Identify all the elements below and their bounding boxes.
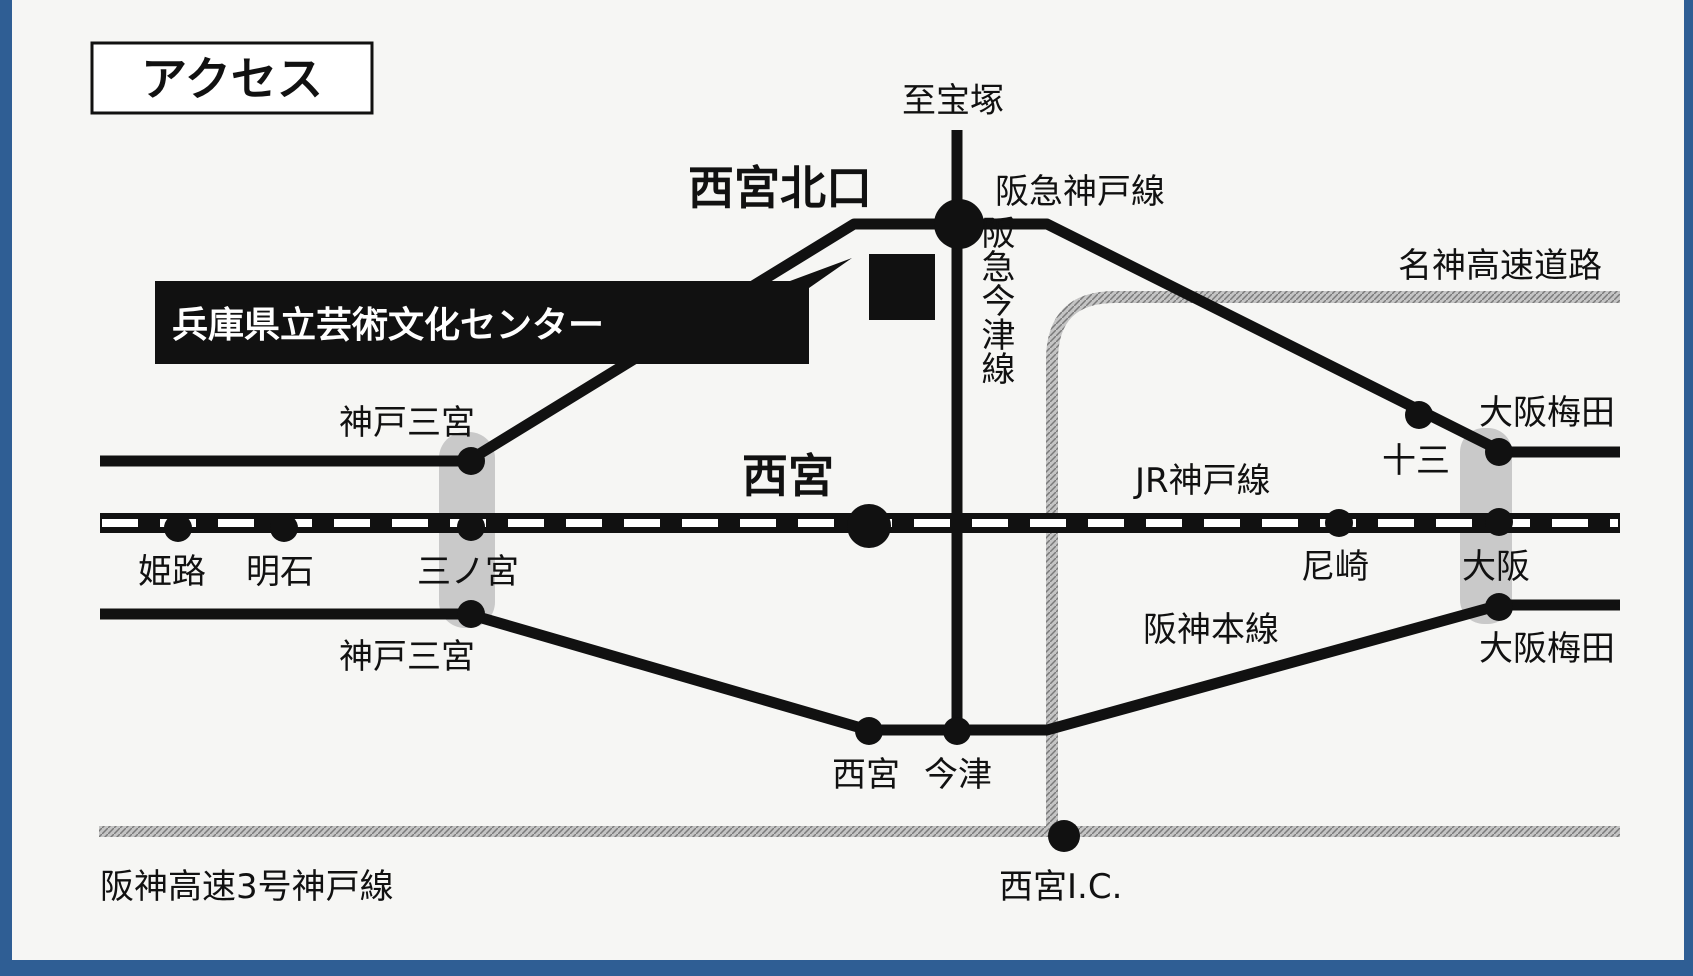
ic-marker-nishinomiya bbox=[1048, 820, 1080, 852]
station-label-kobe-sannomiya-hankyu: 神戸三宮 bbox=[339, 403, 475, 443]
station-marker-nishinomiya-hanshin bbox=[855, 717, 883, 745]
station-marker-akashi bbox=[270, 514, 298, 542]
title-box bbox=[90, 41, 374, 115]
station-marker-kobe-sannomiya-hankyu bbox=[457, 447, 485, 475]
line-label-to-takarazuka: 至宝塚 bbox=[902, 81, 1004, 121]
station-marker-nishinomiya-jr bbox=[847, 504, 891, 548]
line-label-hanshin-main: 阪神本線 bbox=[1143, 610, 1279, 650]
line-label-hankyu-imazu: 阪急今津線 bbox=[975, 215, 1015, 385]
station-label-sannomiya: 三ノ宮 bbox=[417, 552, 519, 592]
station-label-juso: 十三 bbox=[1382, 441, 1450, 481]
station-label-nishinomiya-jr: 西宮 bbox=[742, 449, 834, 503]
line-label-jr-kobe: JR神戸線 bbox=[1133, 461, 1271, 501]
road-label-hanshin-expressway: 阪神高速3号神戸線 bbox=[100, 867, 394, 907]
station-label-osaka-umeda-hankyu: 大阪梅田 bbox=[1479, 393, 1615, 433]
road-label-nishinomiya-ic: 西宮I.C. bbox=[999, 867, 1122, 907]
station-marker-kobe-sannomiya-hanshin bbox=[457, 600, 485, 628]
station-marker-osaka bbox=[1485, 508, 1513, 536]
station-marker-osaka-umeda-hankyu bbox=[1485, 438, 1513, 466]
station-label-kobe-sannomiya-hanshin: 神戸三宮 bbox=[339, 637, 475, 677]
venue-marker bbox=[869, 254, 935, 320]
station-marker-juso bbox=[1405, 401, 1433, 429]
line-label-hankyu-kobe: 阪急神戸線 bbox=[995, 172, 1165, 212]
road-label-meishin: 名神高速道路 bbox=[1398, 246, 1602, 286]
venue-label: 兵庫県立芸術文化センター bbox=[172, 305, 604, 346]
station-label-himeji: 姫路 bbox=[138, 552, 206, 592]
meishin-expressway-road bbox=[1046, 291, 1620, 829]
access-map-card: アクセス 兵庫県立芸術文化センター 西宮北口 西宮 姫路 明石 三ノ宮 神戸三宮… bbox=[12, 0, 1684, 960]
station-label-amagasaki: 尼崎 bbox=[1301, 547, 1369, 587]
station-marker-amagasaki bbox=[1325, 509, 1353, 537]
station-marker-sannomiya bbox=[457, 513, 485, 541]
venue-label-box bbox=[155, 258, 852, 364]
station-label-nishinomiya-kitaguchi: 西宮北口 bbox=[688, 161, 872, 215]
access-map: アクセス 兵庫県立芸術文化センター 西宮北口 西宮 姫路 明石 三ノ宮 神戸三宮… bbox=[90, 41, 1620, 907]
station-label-osaka: 大阪 bbox=[1462, 547, 1530, 587]
station-label-akashi: 明石 bbox=[246, 552, 314, 592]
station-marker-imazu bbox=[943, 717, 971, 745]
station-marker-himeji bbox=[164, 514, 192, 542]
station-marker-nishinomiya-kitaguchi bbox=[934, 199, 984, 249]
station-marker-osaka-umeda-hanshin bbox=[1485, 593, 1513, 621]
page-title: アクセス bbox=[141, 52, 323, 106]
hanshin-main-line bbox=[100, 599, 1620, 736]
hanshin-expressway-road bbox=[99, 826, 1620, 837]
station-label-nishinomiya-hanshin: 西宮 bbox=[832, 755, 900, 795]
station-label-imazu: 今津 bbox=[924, 755, 992, 795]
station-label-osaka-umeda-hanshin: 大阪梅田 bbox=[1479, 629, 1615, 669]
